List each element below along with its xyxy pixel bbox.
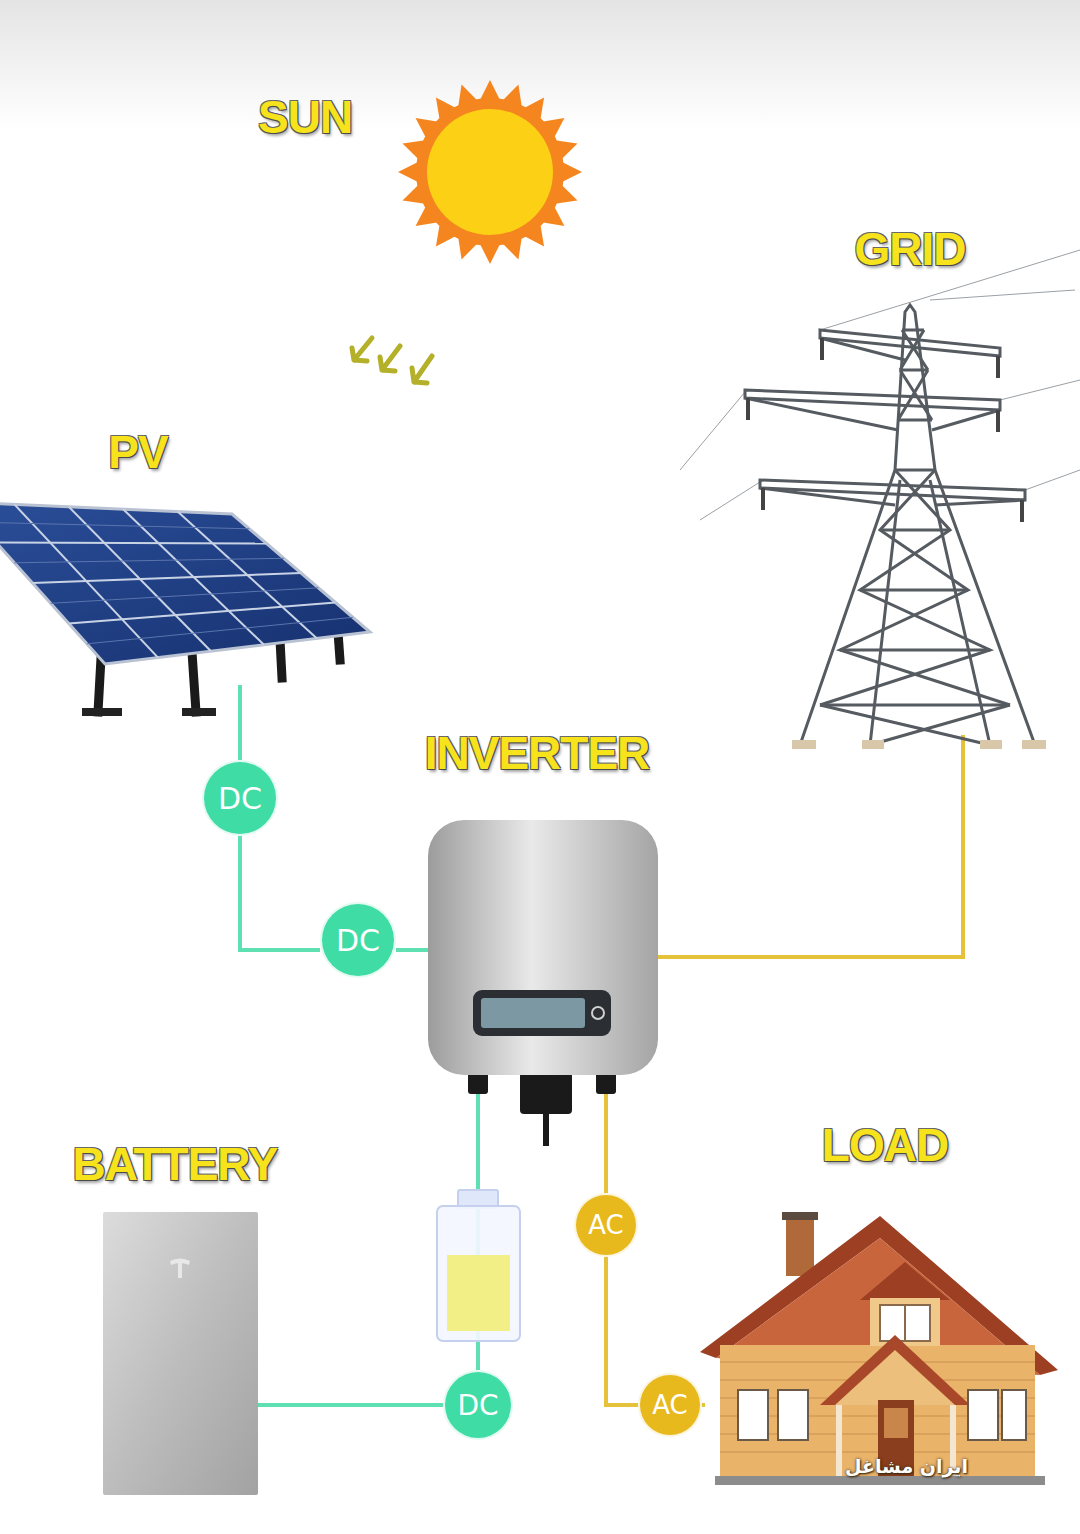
inverter-box: [428, 820, 658, 1146]
current-type: AC: [652, 1390, 687, 1420]
pv-component: PV: [0, 505, 370, 685]
grid-component: GRID: [790, 300, 1040, 750]
battery-unit: [103, 1212, 258, 1495]
ac-badge: AC: [638, 1373, 702, 1437]
solar-panel: [0, 502, 370, 716]
component-title: GRID: [855, 222, 966, 276]
current-type: DC: [457, 1389, 498, 1422]
ac-wire: [604, 1093, 608, 1193]
dc-wire: [258, 1403, 443, 1407]
current-type: AC: [588, 1210, 623, 1240]
ac-wire: [606, 1257, 638, 1405]
inverter-component: INVERTER: [428, 820, 658, 1075]
dc-wire: [240, 836, 320, 950]
ac-wire: [658, 735, 963, 957]
dc-wire: [238, 685, 242, 760]
load-component: LOAD: [705, 1215, 1050, 1485]
component-title: BATTERY: [72, 1137, 277, 1191]
dc-wire: [396, 948, 428, 952]
top-shade: [0, 0, 1080, 130]
ac-badge: AC: [574, 1193, 638, 1257]
house: [700, 1212, 1058, 1485]
grid-tower: [680, 250, 1080, 749]
current-type: DC: [336, 923, 380, 958]
component-title: INVERTER: [425, 726, 650, 780]
component-title: LOAD: [822, 1118, 948, 1172]
sun-icon: [398, 80, 582, 264]
ac-wire: [702, 1403, 705, 1407]
sun-title: SUN: [258, 90, 352, 144]
dc-badge: DC: [202, 760, 278, 836]
component-title: PV: [108, 425, 167, 479]
dc-badge: DC: [443, 1370, 513, 1440]
watermark: ایران مشاغل: [845, 1455, 968, 1477]
battery-component: BATTERY: [103, 1212, 258, 1495]
current-type: DC: [218, 781, 262, 816]
charge-bottle: [437, 1190, 520, 1341]
ray-arrows: [352, 338, 432, 383]
dc-badge: DC: [320, 902, 396, 978]
